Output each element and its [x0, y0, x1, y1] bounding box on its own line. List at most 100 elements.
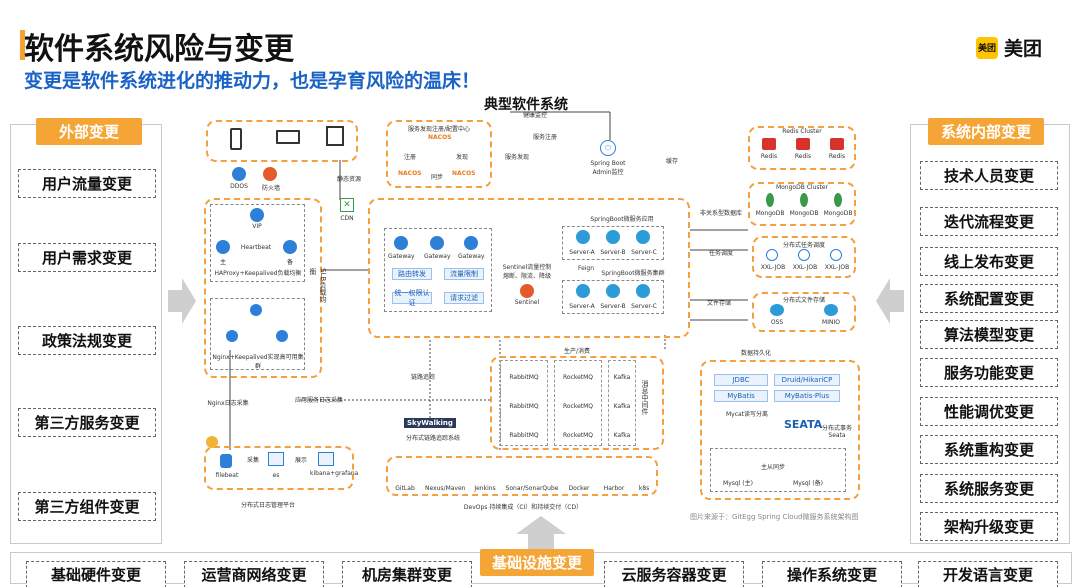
mybatis-plus-box: MyBatis-Plus — [774, 390, 840, 402]
jenkins-label: Jenkins — [474, 485, 496, 492]
collect-label: 采集 — [246, 457, 259, 464]
page-subtitle: 变更是软件系统进化的推动力，也是孕育风险的温床！ — [24, 70, 481, 92]
harbor-label: Harbor — [603, 485, 625, 492]
jdbc-box: JDBC — [714, 374, 768, 386]
seata-logo: SEATA — [784, 418, 823, 431]
minio-label: MINIO — [822, 319, 840, 326]
gateway-fn-ratelimit: 流量限制 — [444, 268, 484, 280]
nacos-logo-left: NACOS — [398, 170, 422, 177]
mysql-master-label: Mysql (主) — [723, 480, 753, 487]
load-balancer-box — [204, 198, 322, 378]
diagram-caption: 图片来源于：GitEgg Spring Cloud微服务系统架构图 — [690, 513, 859, 521]
nacos-logo-right: NACOS — [452, 170, 476, 177]
logging-box — [204, 446, 354, 490]
nginx-box — [210, 298, 305, 370]
devops-box — [386, 456, 658, 496]
rocketmq-label-2: RocketMQ — [562, 403, 594, 410]
external-change-heading: 外部变更 — [36, 118, 142, 145]
gateway-icon-1 — [394, 236, 408, 250]
gateway-label-3: Gateway — [458, 253, 485, 260]
service-discover-label: 服务发现 — [504, 154, 529, 161]
nacos-logo-top: NACOS — [428, 134, 452, 141]
kibana-label: kibana+grafana — [310, 470, 359, 477]
gateway-icon-3 — [464, 236, 478, 250]
redis-box — [748, 126, 856, 170]
internal-item-performance: 性能调优变更 — [920, 397, 1058, 426]
haproxy-master-icon — [216, 240, 230, 254]
gateway-fn-filter: 请求过滤 — [444, 292, 484, 304]
mongo-icon-1 — [766, 193, 774, 207]
health-monitor-label: 健康监控 — [522, 112, 547, 119]
internal-item-function: 服务功能变更 — [920, 358, 1058, 387]
persistence-label: 数据持久化 — [740, 350, 771, 357]
skywalking-desc: 分布式链路追踪系统 — [405, 435, 460, 442]
mongo-box — [748, 182, 856, 226]
nginx-right-icon — [276, 330, 288, 342]
right-arrow-icon — [876, 278, 904, 324]
job-icon-2 — [798, 249, 810, 261]
internal-item-config: 系统配置变更 — [920, 284, 1058, 313]
infra-item-language: 开发语言变更 — [918, 561, 1058, 587]
rocketmq-label-3: RocketMQ — [562, 432, 594, 439]
mybatis-box: MyBatis — [714, 390, 768, 402]
ddos-label: DDOS — [230, 183, 248, 190]
ddos-icon — [232, 167, 246, 181]
trace-label: 链路追踪 — [410, 374, 435, 381]
mongo-icon-2 — [800, 193, 808, 207]
nexus-label: Nexus/Maven — [425, 485, 466, 492]
internal-item-refactor: 系统重构变更 — [920, 435, 1058, 464]
redis-title: Redis Cluster — [782, 128, 822, 135]
internal-item-algorithm: 算法模型变更 — [920, 320, 1058, 349]
job-label-1: XXL-JOB — [760, 264, 786, 271]
server-a-label-2: Server-A — [569, 303, 595, 310]
master-slave-label: 主从同步 — [760, 464, 785, 471]
nacos-register-label: 注册 — [403, 154, 416, 161]
haproxy-backup-icon — [283, 240, 297, 254]
view-label: 展示 — [294, 457, 307, 464]
microservice-cluster-label: SpringBoot微服务集群 — [601, 270, 665, 277]
server-a-icon-1 — [576, 230, 590, 244]
nacos-title: 服务发现注册/配置中心 — [407, 126, 471, 133]
gateway-icon-2 — [430, 236, 444, 250]
server-c-icon-1 — [636, 230, 650, 244]
cdn-static-label: 静态资源 — [336, 176, 361, 183]
server-c-icon-2 — [636, 284, 650, 298]
logging-desc: 分布式日志管理平台 — [240, 502, 295, 509]
internal-item-service: 系统服务变更 — [920, 474, 1058, 503]
redis-label-1: Redis — [760, 153, 778, 160]
job-label-2: XXL-JOB — [792, 264, 818, 271]
microservice-row1-box — [562, 226, 664, 260]
devops-tools: GitLab Nexus/Maven Jenkins Sonar/SonarQu… — [390, 460, 654, 492]
laptop-icon — [276, 130, 300, 144]
firewall-label: 防火墙 — [261, 185, 280, 192]
kafka-label-1: Kafka — [613, 374, 631, 381]
seata-desc: 分布式事务Seata — [821, 425, 852, 439]
sentinel-icon — [520, 284, 534, 298]
redis-cache-label: 缓存 — [665, 158, 678, 165]
job-title: 分布式任务调度 — [782, 242, 825, 249]
server-b-icon-2 — [606, 284, 620, 298]
rabbitmq-column — [500, 360, 548, 446]
database-box — [700, 360, 860, 500]
rabbitmq-label-3: RabbitMQ — [509, 432, 539, 439]
nginx-left-icon — [226, 330, 238, 342]
nacos-sync-label: 同步 — [430, 174, 443, 181]
internal-item-release: 线上发布变更 — [920, 247, 1058, 276]
file-storage-label: 文件存储 — [706, 300, 731, 307]
infra-item-hardware: 基础硬件变更 — [26, 561, 166, 587]
service-register-label: 服务注册 — [532, 134, 557, 141]
infra-item-os: 操作系统变更 — [762, 561, 902, 587]
mq-label: 消息中间件 — [641, 380, 649, 415]
docker-label: Docker — [568, 485, 590, 492]
cdn-label: CDN — [340, 215, 354, 222]
gateway-fn-auth: 统一权限认证 — [392, 289, 432, 307]
phone-icon — [230, 128, 242, 150]
infra-item-datacenter: 机房集群变更 — [342, 561, 472, 587]
mongo-label-1: MongoDB — [755, 210, 785, 217]
nginx-label: Nginx+Keepalived实现高可用集群 — [212, 354, 304, 370]
server-a-icon-2 — [576, 284, 590, 298]
gateway-box — [384, 228, 492, 312]
internal-item-iteration: 迭代流程变更 — [920, 207, 1058, 236]
job-icon-1 — [766, 249, 778, 261]
feign-label: Feign — [577, 265, 595, 272]
